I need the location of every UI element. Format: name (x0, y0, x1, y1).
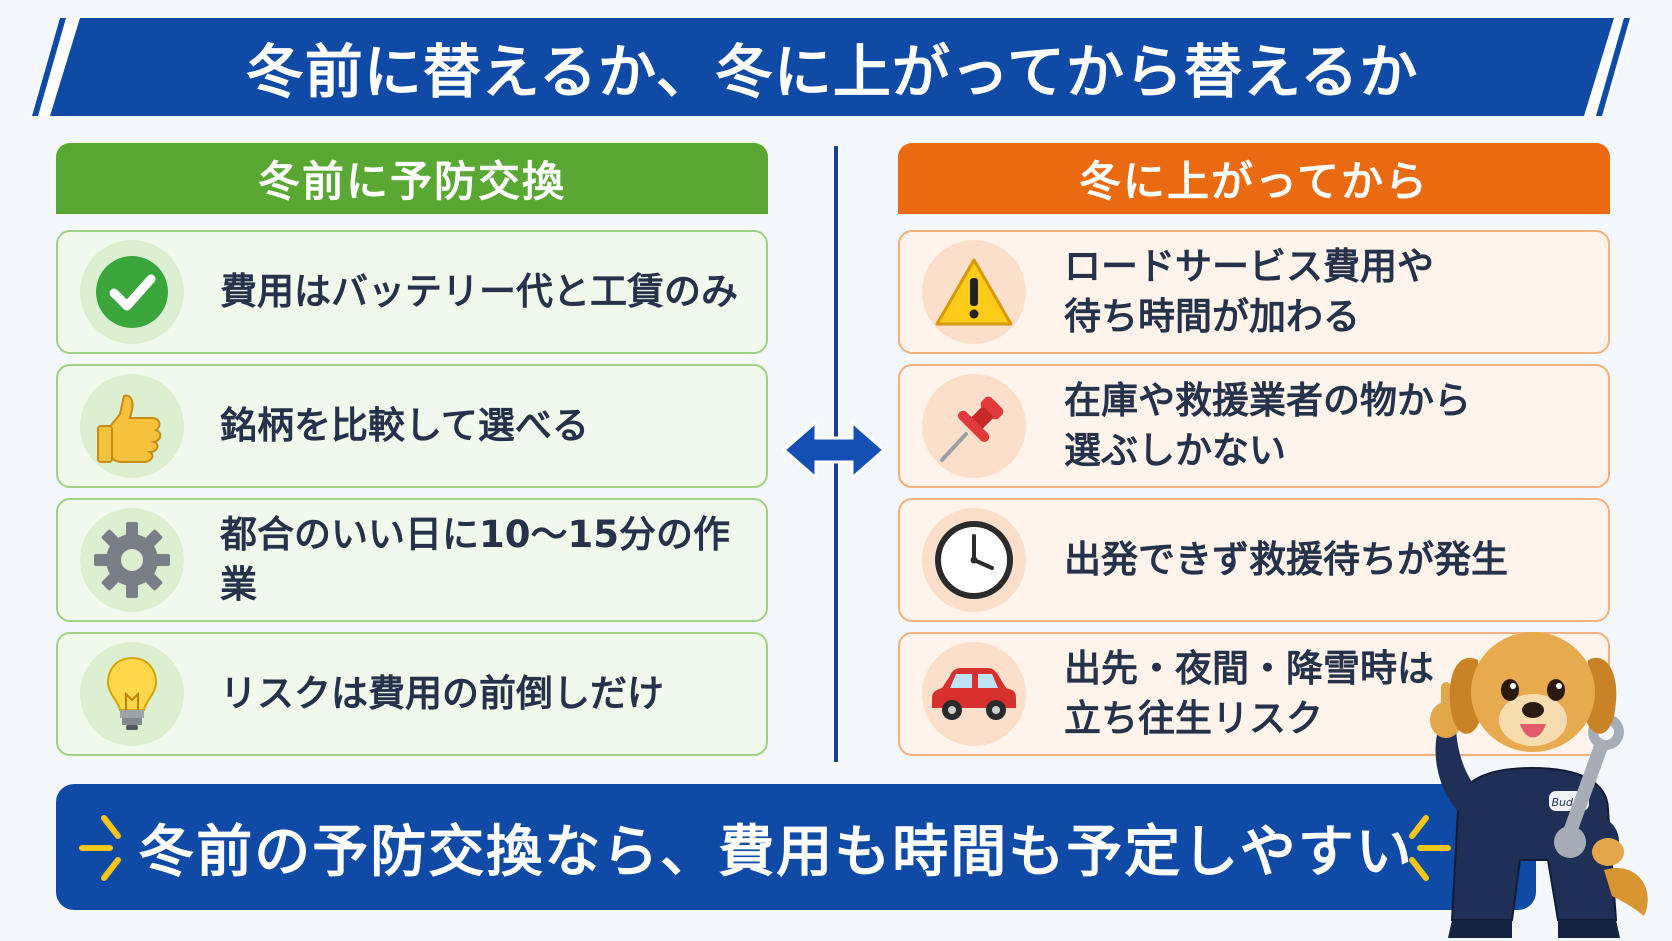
sparkle-right-icon (1409, 815, 1451, 881)
left-item-1-text: 費用はバッテリー代と工賃のみ (220, 270, 738, 313)
banner-text: 冬前の予防交換なら、費用も時間も予定しやすい (138, 819, 1414, 885)
right-item-1-text: ロードサービス費用や 待ち時間が加わる (1064, 245, 1434, 338)
right-item-1: ロードサービス費用や 待ち時間が加わる (898, 230, 1610, 354)
sparkle-left-icon (79, 815, 121, 881)
check-icon (80, 240, 184, 344)
left-item-2-text: 銘柄を比較して選べる (220, 404, 589, 447)
left-item-2: 銘柄を比較して選べる (56, 364, 768, 488)
dog-mascot: Buddy (1430, 632, 1648, 938)
left-column: 冬前に予防交換 費用はバッテリー代と工賃のみ 銘柄を比較して選べる (56, 143, 768, 756)
left-item-3: 都合のいい日に10〜15分の作業 (56, 498, 768, 622)
left-item-1: 費用はバッテリー代と工賃のみ (56, 230, 768, 354)
clock-icon (922, 508, 1026, 612)
pushpin-icon (922, 374, 1026, 478)
car-icon (922, 642, 1026, 746)
left-column-header: 冬前に予防交換 (56, 143, 768, 214)
double-arrow-icon (782, 418, 886, 482)
warning-icon (922, 240, 1026, 344)
right-item-2-text: 在庫や救援業者の物から 選ぶしかない (1064, 379, 1471, 472)
right-item-3: 出発できず救援待ちが発生 (898, 498, 1610, 622)
right-item-4-text: 出先・夜間・降雪時は 立ち往生リスク (1064, 647, 1434, 740)
page-title: 冬前に替えるか、冬に上がってから替えるか (245, 38, 1419, 106)
left-item-4: リスクは費用の前倒しだけ (56, 632, 768, 756)
left-item-3-text: 都合のいい日に10〜15分の作業 (220, 513, 730, 606)
lightbulb-icon (80, 642, 184, 746)
right-item-3-text: 出発できず救援待ちが発生 (1064, 538, 1508, 581)
thumbs-up-icon (80, 374, 184, 478)
right-item-2: 在庫や救援業者の物から 選ぶしかない (898, 364, 1610, 488)
title-bar: 冬前に替えるか、冬に上がってから替えるか (30, 18, 1634, 116)
right-column: 冬に上がってから ロードサービス費用や 待ち時間が加わる 在庫や救援業者の物から… (898, 143, 1610, 756)
gear-icon (80, 508, 184, 612)
left-item-4-text: リスクは費用の前倒しだけ (220, 672, 664, 715)
summary-banner: 冬前の予防交換なら、費用も時間も予定しやすい (56, 784, 1536, 910)
title-bar-background (30, 18, 1634, 116)
right-column-header: 冬に上がってから (898, 143, 1610, 214)
